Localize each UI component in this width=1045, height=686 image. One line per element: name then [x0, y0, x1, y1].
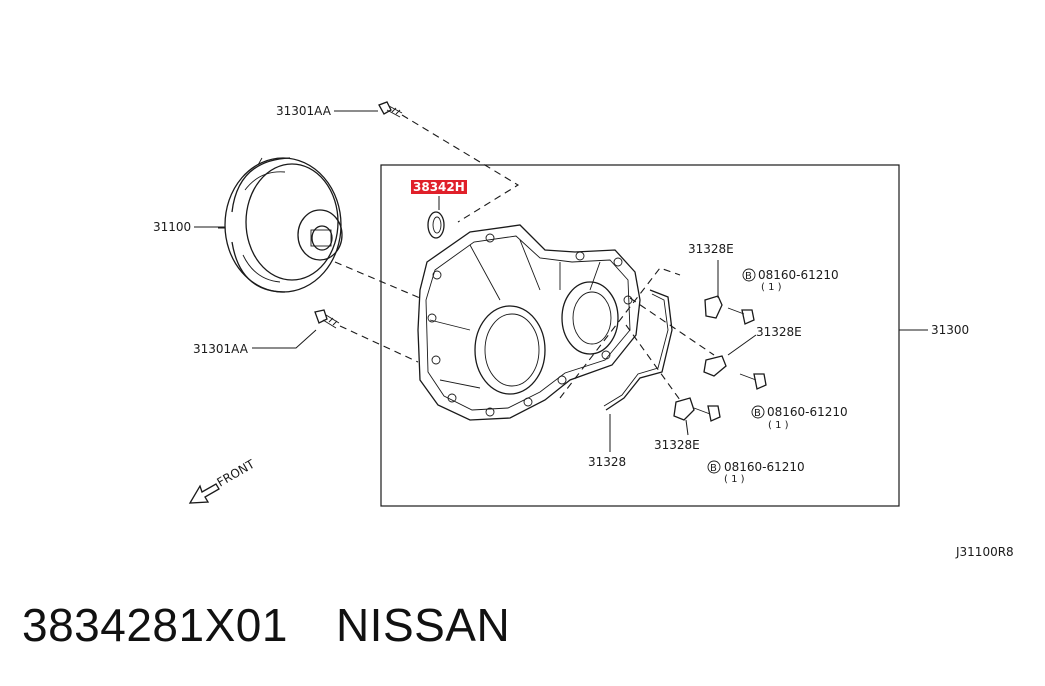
circle-b-text-2: B [754, 408, 761, 419]
highlight-box [411, 180, 467, 194]
bolt-left [314, 309, 340, 329]
diagram-code: J31100R8 [955, 545, 1014, 559]
front-indicator: FRONT [188, 457, 258, 504]
label-front: FRONT [215, 457, 258, 490]
oil-seal [427, 196, 445, 239]
circle-b-3 [707, 460, 721, 474]
label-tube: 31328 [588, 455, 626, 469]
bracket-1 [704, 295, 723, 319]
front-arrow-icon [188, 483, 220, 504]
label-bracket-2: 31328E [756, 325, 802, 339]
circle-b-text-3: B [710, 463, 717, 474]
label-housing: 31300 [931, 323, 969, 337]
footer-part-number: 3834281X01 [22, 599, 288, 651]
label-qty-3: ( 1 ) [724, 474, 745, 485]
label-bracket-3: 31328E [654, 438, 700, 452]
label-qty-1: ( 1 ) [761, 282, 782, 293]
transmission-housing [417, 224, 641, 421]
label-qty-2: ( 1 ) [768, 420, 789, 431]
small-bolt-2 [739, 373, 767, 390]
label-highlighted-part: 38342H [413, 180, 465, 194]
bolt-top [378, 101, 403, 118]
circle-b-text-1: B [745, 271, 752, 282]
bracket-3 [673, 397, 695, 421]
label-bracket-1: 31328E [688, 242, 734, 256]
breather-tube [603, 289, 673, 411]
label-bolt-spec-3: 08160-61210 [724, 460, 805, 474]
assembly-dashes [334, 114, 715, 401]
circle-b-2 [751, 405, 765, 419]
circle-b-1 [742, 268, 756, 282]
label-bolt-left: 31301AA [193, 342, 249, 356]
leader-lines [194, 110, 928, 452]
label-converter: 31100 [153, 220, 191, 234]
assembly-frame [380, 164, 900, 507]
torque-converter [218, 157, 343, 293]
label-bolt-spec-2: 08160-61210 [767, 405, 848, 419]
label-bolt-spec-1: 08160-61210 [758, 268, 839, 282]
footer-brand: NISSAN [335, 599, 511, 651]
small-bolt-3 [693, 405, 721, 422]
small-bolt-1 [727, 307, 755, 325]
footer-caption: 3834281X01 NISSAN [22, 598, 558, 652]
bracket-2 [703, 355, 727, 377]
label-bolt-top: 31301AA [276, 104, 332, 118]
